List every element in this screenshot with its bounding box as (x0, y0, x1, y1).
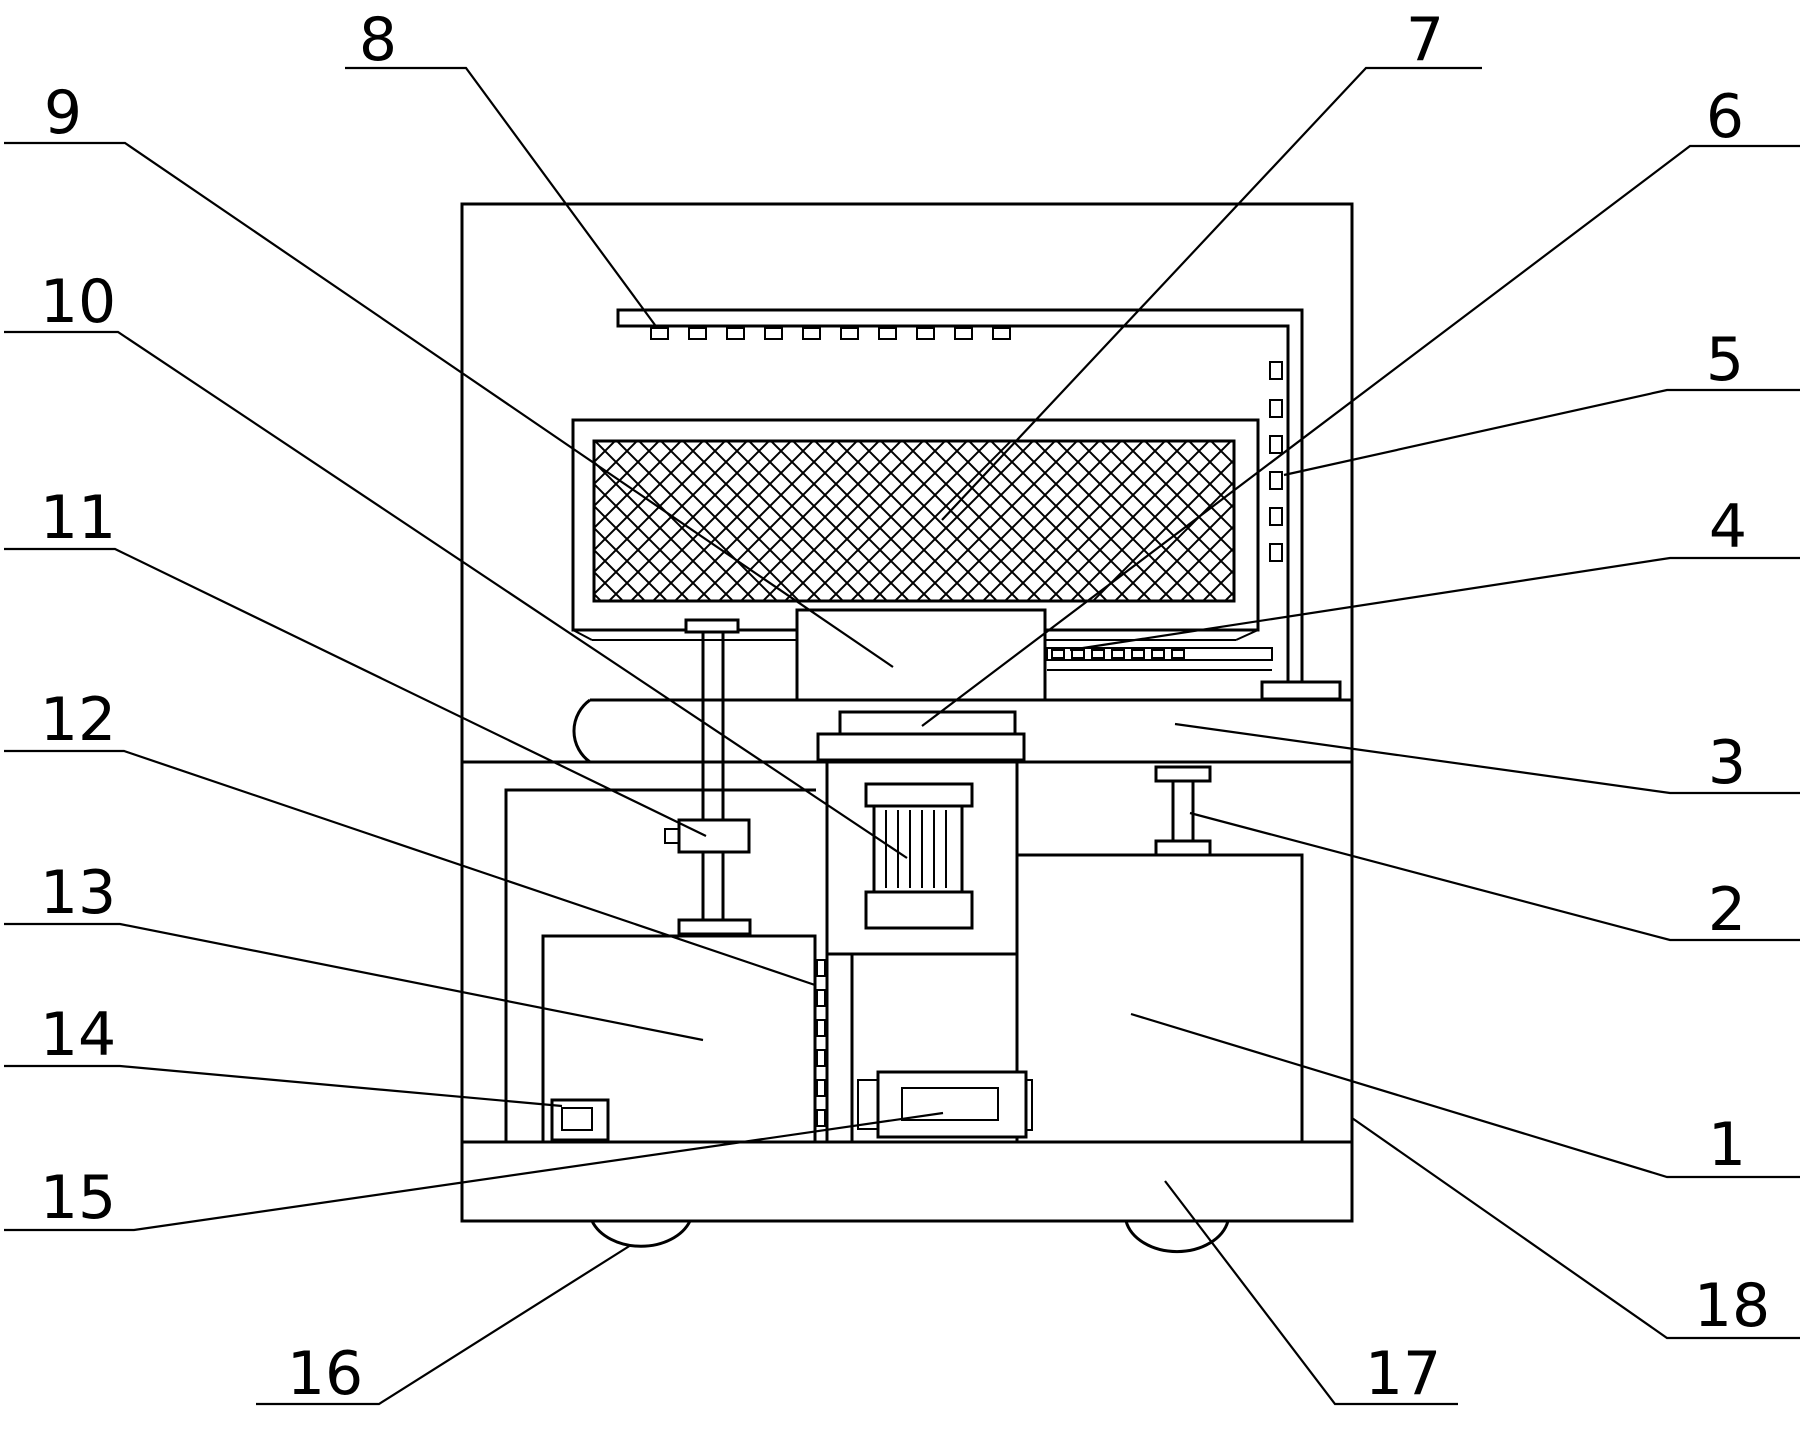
pump-window (901, 1087, 999, 1121)
spray-nozzles-side (1269, 361, 1283, 562)
water-pump (876, 1070, 1028, 1139)
callout-16: 16 (287, 1339, 363, 1409)
bearing-ring (816, 732, 1026, 762)
lift-rod (701, 630, 725, 924)
water-tank (1015, 853, 1304, 1144)
lift-slider (677, 818, 751, 854)
left-wheel (590, 1220, 692, 1248)
motor-fan-cap (864, 890, 974, 930)
conveyor-rack (1046, 647, 1273, 661)
callout-12: 12 (40, 685, 116, 755)
base-plate (460, 1140, 1354, 1223)
pipe-mount (1260, 680, 1342, 701)
conveyor-teeth (1051, 649, 1185, 659)
support-base (1154, 839, 1212, 857)
basket-lower-edge-right (1235, 629, 1259, 641)
support-cap (1154, 765, 1212, 783)
support-platform (572, 698, 1352, 764)
callout-7: 7 (1406, 5, 1444, 75)
lift-column-top (684, 618, 740, 634)
callout-14: 14 (40, 1000, 116, 1070)
pump-inlet (1026, 1079, 1033, 1131)
lift-slider-knob (664, 828, 680, 844)
callout-4: 4 (1709, 492, 1747, 562)
right-wheel (1124, 1220, 1230, 1254)
basket-lower-edge (572, 629, 593, 641)
callout-8: 8 (359, 5, 397, 75)
support-rod (1171, 779, 1195, 843)
center-hub (795, 608, 1047, 702)
lift-column-base (677, 918, 752, 936)
pump-end (857, 1079, 879, 1130)
callout-6: 6 (1706, 82, 1744, 152)
spray-nozzles-top (650, 327, 1011, 340)
callout-1: 1 (1708, 1110, 1746, 1180)
filter-screen-holes (816, 959, 826, 1127)
callout-10: 10 (40, 267, 116, 337)
callout-11: 11 (40, 483, 116, 553)
callout-13: 13 (40, 858, 116, 928)
callout-15: 15 (40, 1163, 116, 1233)
callout-9: 9 (44, 78, 82, 148)
callout-2: 2 (1708, 875, 1746, 945)
drain-valve-inner (561, 1107, 593, 1131)
callout-17: 17 (1365, 1339, 1441, 1409)
motor-flange (864, 782, 974, 808)
basket-mesh (592, 439, 1236, 603)
callout-18: 18 (1694, 1271, 1770, 1341)
left-inner-wall (504, 788, 816, 1142)
leader-lines (4, 66, 1800, 1406)
motor-body (872, 804, 964, 894)
motor-fins (885, 810, 947, 888)
callout-3: 3 (1708, 728, 1746, 798)
callout-5: 5 (1706, 325, 1744, 395)
